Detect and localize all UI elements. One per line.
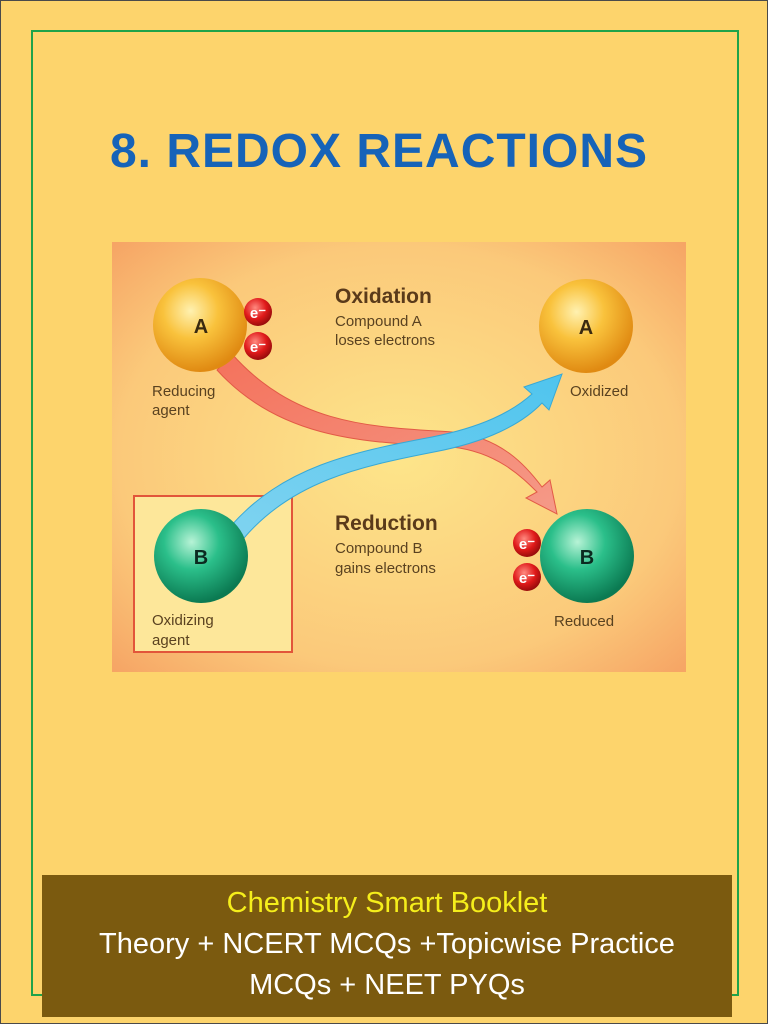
electron-transfer-arrow-red [216,353,558,515]
atom-a-left-label: A [194,316,208,338]
reduction-heading: Reduction [335,512,438,535]
oxidizing-agent-label-line1: Oxidizing [152,612,214,629]
atom-b-right-label: B [580,547,594,569]
banner-title: Chemistry Smart Booklet [226,887,548,919]
reduction-desc-line2: gains electrons [335,560,436,577]
oxidation-desc-line1: Compound A [335,313,422,330]
atom-a-left [153,278,247,372]
electron-a-2-label: e⁻ [250,339,266,356]
banner-subtitle-line2: MCQs + NEET PYQs [249,969,525,1001]
electron-b-1 [513,529,541,557]
electron-b-1-label: e⁻ [519,536,535,553]
atom-b-left-label: B [194,547,208,569]
atom-a-right-label: A [579,317,593,339]
atom-a-right [539,279,633,373]
oxidized-label: Oxidized [570,383,628,400]
oxidizing-agent-label-line2: agent [152,632,190,649]
booklet-banner: Chemistry Smart Booklet Theory + NCERT M… [42,875,732,1017]
reduction-desc-line1: Compound B [335,540,423,557]
electron-b-2-label: e⁻ [519,570,535,587]
page-title: 8. REDOX REACTIONS [109,125,649,178]
redox-diagram: A e⁻ e⁻ Reducing agent Oxidation Compoun… [112,242,686,672]
electron-a-1-label: e⁻ [250,305,266,322]
atom-b-right [540,509,634,603]
reducing-agent-label-line1: Reducing [152,383,215,400]
electron-b-2 [513,563,541,591]
banner-subtitle-line1: Theory + NCERT MCQs +Topicwise Practice [99,928,675,960]
electron-transfer-arrow-blue [229,373,563,539]
oxidation-heading: Oxidation [335,285,432,308]
reduced-label: Reduced [554,613,614,630]
electron-a-2 [244,332,272,360]
electron-a-1 [244,298,272,326]
reducing-agent-label-line2: agent [152,402,190,419]
oxidation-desc-line2: loses electrons [335,332,435,349]
atom-b-left [154,509,248,603]
